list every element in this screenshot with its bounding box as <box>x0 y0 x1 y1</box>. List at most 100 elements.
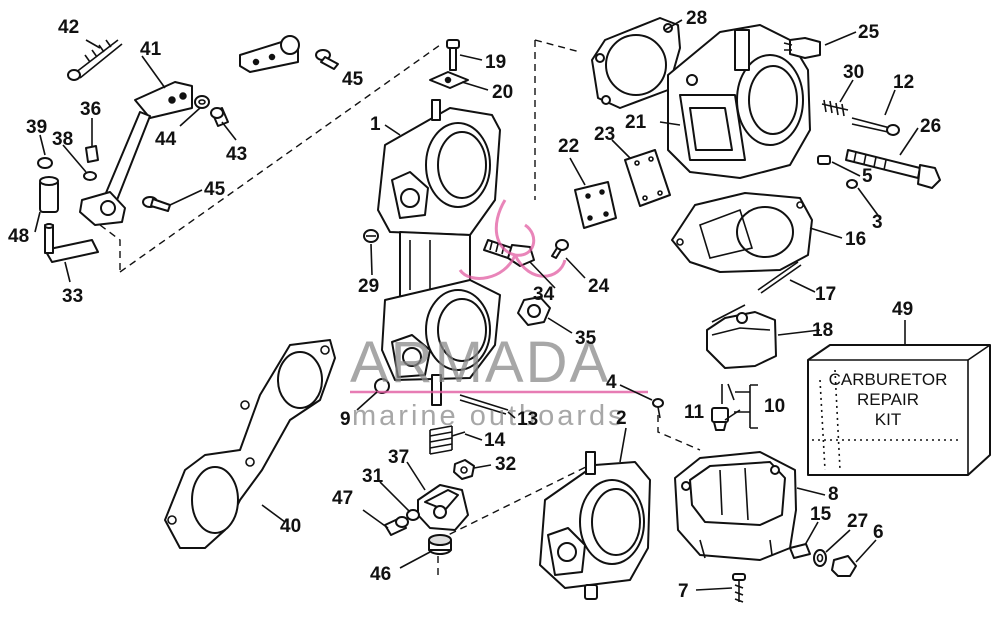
callout-7: 7 <box>678 581 689 602</box>
callout-31: 31 <box>362 466 384 487</box>
part-15-jet <box>789 543 811 559</box>
part-3-screw <box>846 179 858 189</box>
callout-33: 33 <box>62 286 83 307</box>
part-42-screw <box>67 39 123 81</box>
assembly-dash-lines <box>99 39 701 575</box>
callout-49: 49 <box>892 299 913 320</box>
callout-4: 4 <box>606 372 617 393</box>
part-13-pin <box>459 394 509 415</box>
part-38-clip <box>83 171 97 181</box>
part-36-fitting <box>85 130 99 163</box>
part-20-plate <box>429 71 469 89</box>
part-18-float <box>706 304 777 369</box>
part-43-screw <box>210 107 229 127</box>
watermark-tagline: marine outboards <box>352 400 626 432</box>
part-48-bushing <box>39 176 59 213</box>
part-23-gasket <box>624 149 671 207</box>
part-1-throttle-body-lower <box>381 279 501 406</box>
leader-lines <box>34 19 919 591</box>
callout-17: 17 <box>815 284 836 305</box>
callout-30: 30 <box>843 62 864 83</box>
callout-20: 20 <box>492 82 513 103</box>
callout-27: 27 <box>847 511 868 532</box>
callout-14: 14 <box>484 430 506 451</box>
part-27-washer <box>813 549 827 567</box>
part-22-plate <box>574 181 617 229</box>
callout-42: 42 <box>58 17 79 38</box>
callout-40: 40 <box>280 516 301 537</box>
part-31-washer <box>406 509 420 521</box>
callout-19: 19 <box>485 52 506 73</box>
callout-37: 37 <box>388 447 409 468</box>
callout-34: 34 <box>533 284 555 305</box>
callout-26: 26 <box>920 116 941 137</box>
part-40-gasket <box>164 339 336 549</box>
watermark-brand: ARMADA <box>350 330 610 395</box>
kit-box-line3: KIT <box>875 410 901 429</box>
kit-box-line1: CARBURETOR <box>829 370 948 389</box>
callout-39: 39 <box>26 117 47 138</box>
callout-36: 36 <box>80 99 101 120</box>
part-44-washer <box>194 95 210 109</box>
callout-15: 15 <box>810 504 832 525</box>
part-41-throttle-lever <box>79 81 193 226</box>
part-14-spring <box>429 425 466 455</box>
part-30-spring <box>821 99 849 117</box>
callout-16: 16 <box>845 229 866 250</box>
part-8-float-bowl <box>674 451 797 561</box>
part-16-gasket <box>671 192 813 273</box>
watermark: ARMADA marine outboards <box>350 199 648 432</box>
callout-38: 38 <box>52 129 73 150</box>
callout-11: 11 <box>684 402 705 423</box>
callout-25: 25 <box>858 22 880 43</box>
callout-43: 43 <box>226 144 247 165</box>
callout-18: 18 <box>812 320 833 341</box>
part-45a-screw <box>142 196 171 212</box>
part-33-link <box>44 223 99 263</box>
part-24-screw <box>551 239 569 259</box>
callout-2: 2 <box>616 408 627 429</box>
kit-box-line2: REPAIR <box>857 390 919 409</box>
part-5-fitting <box>817 155 831 165</box>
part-19-screw <box>446 39 460 71</box>
part-37-cam <box>417 484 469 531</box>
part-10-needle-valve-set <box>721 383 735 404</box>
callout-6: 6 <box>873 522 884 543</box>
part-4-screw <box>652 398 664 419</box>
part-7-screw <box>732 573 746 603</box>
part-12-screw <box>851 117 900 136</box>
part-1-throttle-body-upper <box>377 99 501 301</box>
part-29-plug <box>363 229 379 243</box>
callout-24: 24 <box>588 276 610 297</box>
part-49-kit-box: CARBURETOR REPAIR KIT <box>807 344 991 476</box>
callout-35: 35 <box>575 328 597 349</box>
callout-45-lower: 45 <box>204 179 226 200</box>
part-21-float-bowl-cover <box>667 24 811 179</box>
part-25-screw <box>783 37 821 59</box>
callout-9: 9 <box>340 409 351 430</box>
callout-46: 46 <box>370 564 391 585</box>
part-39-washer <box>37 157 53 169</box>
callout-13: 13 <box>517 409 538 430</box>
callout-1: 1 <box>370 114 381 135</box>
callout-48: 48 <box>8 226 29 247</box>
callout-12: 12 <box>893 72 914 93</box>
callout-10: 10 <box>764 396 785 417</box>
part-6-plug <box>831 555 857 577</box>
callout-28: 28 <box>686 8 707 29</box>
part-35-nut <box>517 296 551 326</box>
callout-23: 23 <box>594 124 615 145</box>
callout-41: 41 <box>140 39 162 60</box>
callout-8: 8 <box>828 484 839 505</box>
callout-21: 21 <box>625 112 647 133</box>
callout-45-upper: 45 <box>342 69 364 90</box>
part-45b-screw <box>315 49 339 70</box>
part-28-gasket <box>591 17 681 109</box>
callout-5: 5 <box>862 166 873 187</box>
part-46-bushing <box>428 534 452 555</box>
part-32-nut <box>453 459 475 480</box>
callout-29: 29 <box>358 276 379 297</box>
callout-32: 32 <box>495 454 516 475</box>
part-34-screw <box>483 239 535 267</box>
